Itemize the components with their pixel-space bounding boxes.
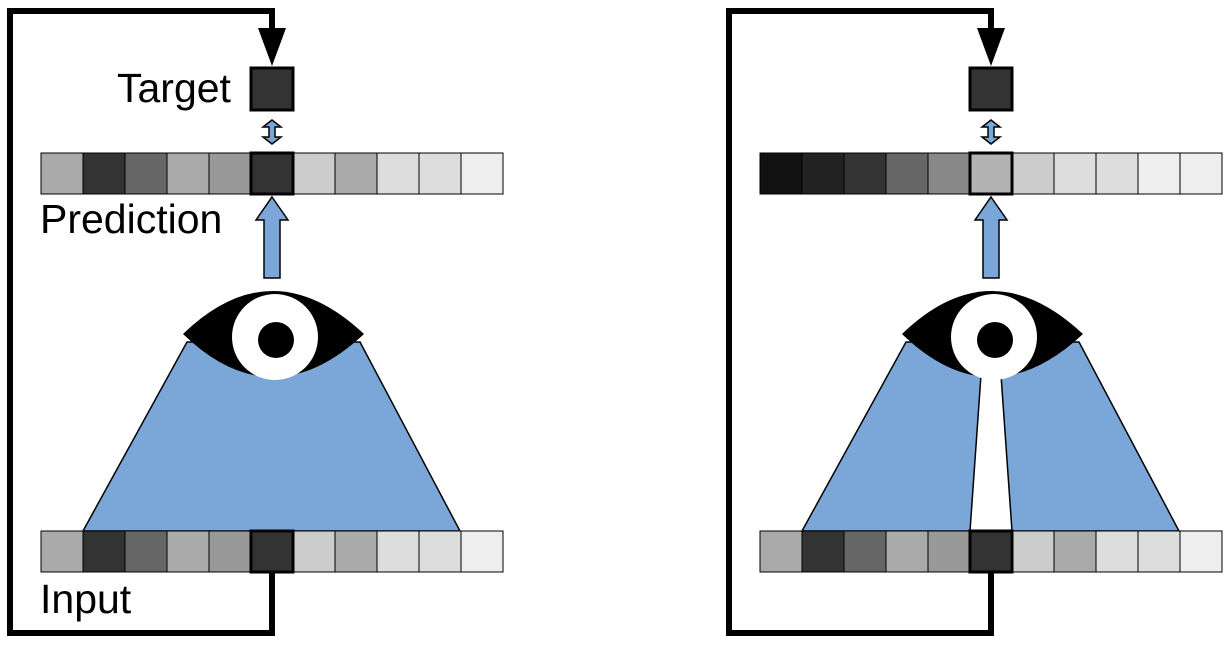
input-highlight-cell (249, 529, 295, 574)
input-cell (166, 530, 210, 573)
feedback-arrowhead (977, 28, 1005, 66)
input-cell (1095, 530, 1139, 573)
panel-right (726, 8, 1223, 636)
input-cell (376, 530, 420, 573)
input-cell (801, 530, 845, 573)
input-cell (885, 530, 929, 573)
input-cell (124, 530, 168, 573)
panel-left (7, 8, 504, 636)
prediction-cell (40, 152, 84, 195)
prediction-cell (1137, 152, 1181, 195)
input-cell (292, 530, 336, 573)
input-cell (927, 530, 971, 573)
target-cell (968, 66, 1014, 112)
input-cell (1053, 530, 1097, 573)
prediction-cell (376, 152, 420, 195)
prediction-cell (208, 152, 252, 195)
prediction-cell (801, 152, 845, 195)
input-highlight-cell (968, 529, 1014, 574)
input-cell (759, 530, 803, 573)
input-cell (82, 530, 126, 573)
prediction-cell (1095, 152, 1139, 195)
prediction-cell (250, 152, 294, 195)
prediction-label: Prediction (40, 196, 223, 242)
feedback-loop-line (726, 8, 994, 636)
prediction-cell (1179, 152, 1223, 195)
target-label: Target (117, 65, 231, 111)
input-cell (40, 530, 84, 573)
target-cell (249, 66, 295, 112)
prediction-cell (460, 152, 504, 195)
prediction-cell (166, 152, 210, 195)
input-cell (460, 530, 504, 573)
predict-up-arrow-icon (254, 195, 290, 279)
input-cell (969, 530, 1013, 573)
input-cell (418, 530, 462, 573)
prediction-highlight-cell (968, 151, 1014, 196)
prediction-cell (292, 152, 336, 195)
prediction-cell (82, 152, 126, 195)
prediction-cell (124, 152, 168, 195)
prediction-cell (1053, 152, 1097, 195)
input-cell (1179, 530, 1223, 573)
eye-pupil (258, 322, 294, 358)
input-cell (1137, 530, 1181, 573)
prediction-highlight-cell (249, 151, 295, 196)
prediction-cell (334, 152, 378, 195)
input-cell (1011, 530, 1055, 573)
prediction-cell (885, 152, 929, 195)
predict-up-arrow-icon (973, 195, 1009, 279)
prediction-cell (759, 152, 803, 195)
prediction-cell (969, 152, 1013, 195)
input-cell (208, 530, 252, 573)
input-cell (250, 530, 294, 573)
prediction-cell (927, 152, 971, 195)
feedback-arrowhead (258, 28, 286, 66)
prediction-cell (418, 152, 462, 195)
prediction-cell (843, 152, 887, 195)
input-label: Input (40, 576, 132, 622)
prediction-cell (1011, 152, 1055, 195)
compare-double-arrow-icon (260, 119, 284, 145)
compare-double-arrow-icon (979, 119, 1003, 145)
input-cell (334, 530, 378, 573)
eye-pupil (977, 322, 1013, 358)
feedback-loop-line (7, 8, 275, 636)
input-cell (843, 530, 887, 573)
